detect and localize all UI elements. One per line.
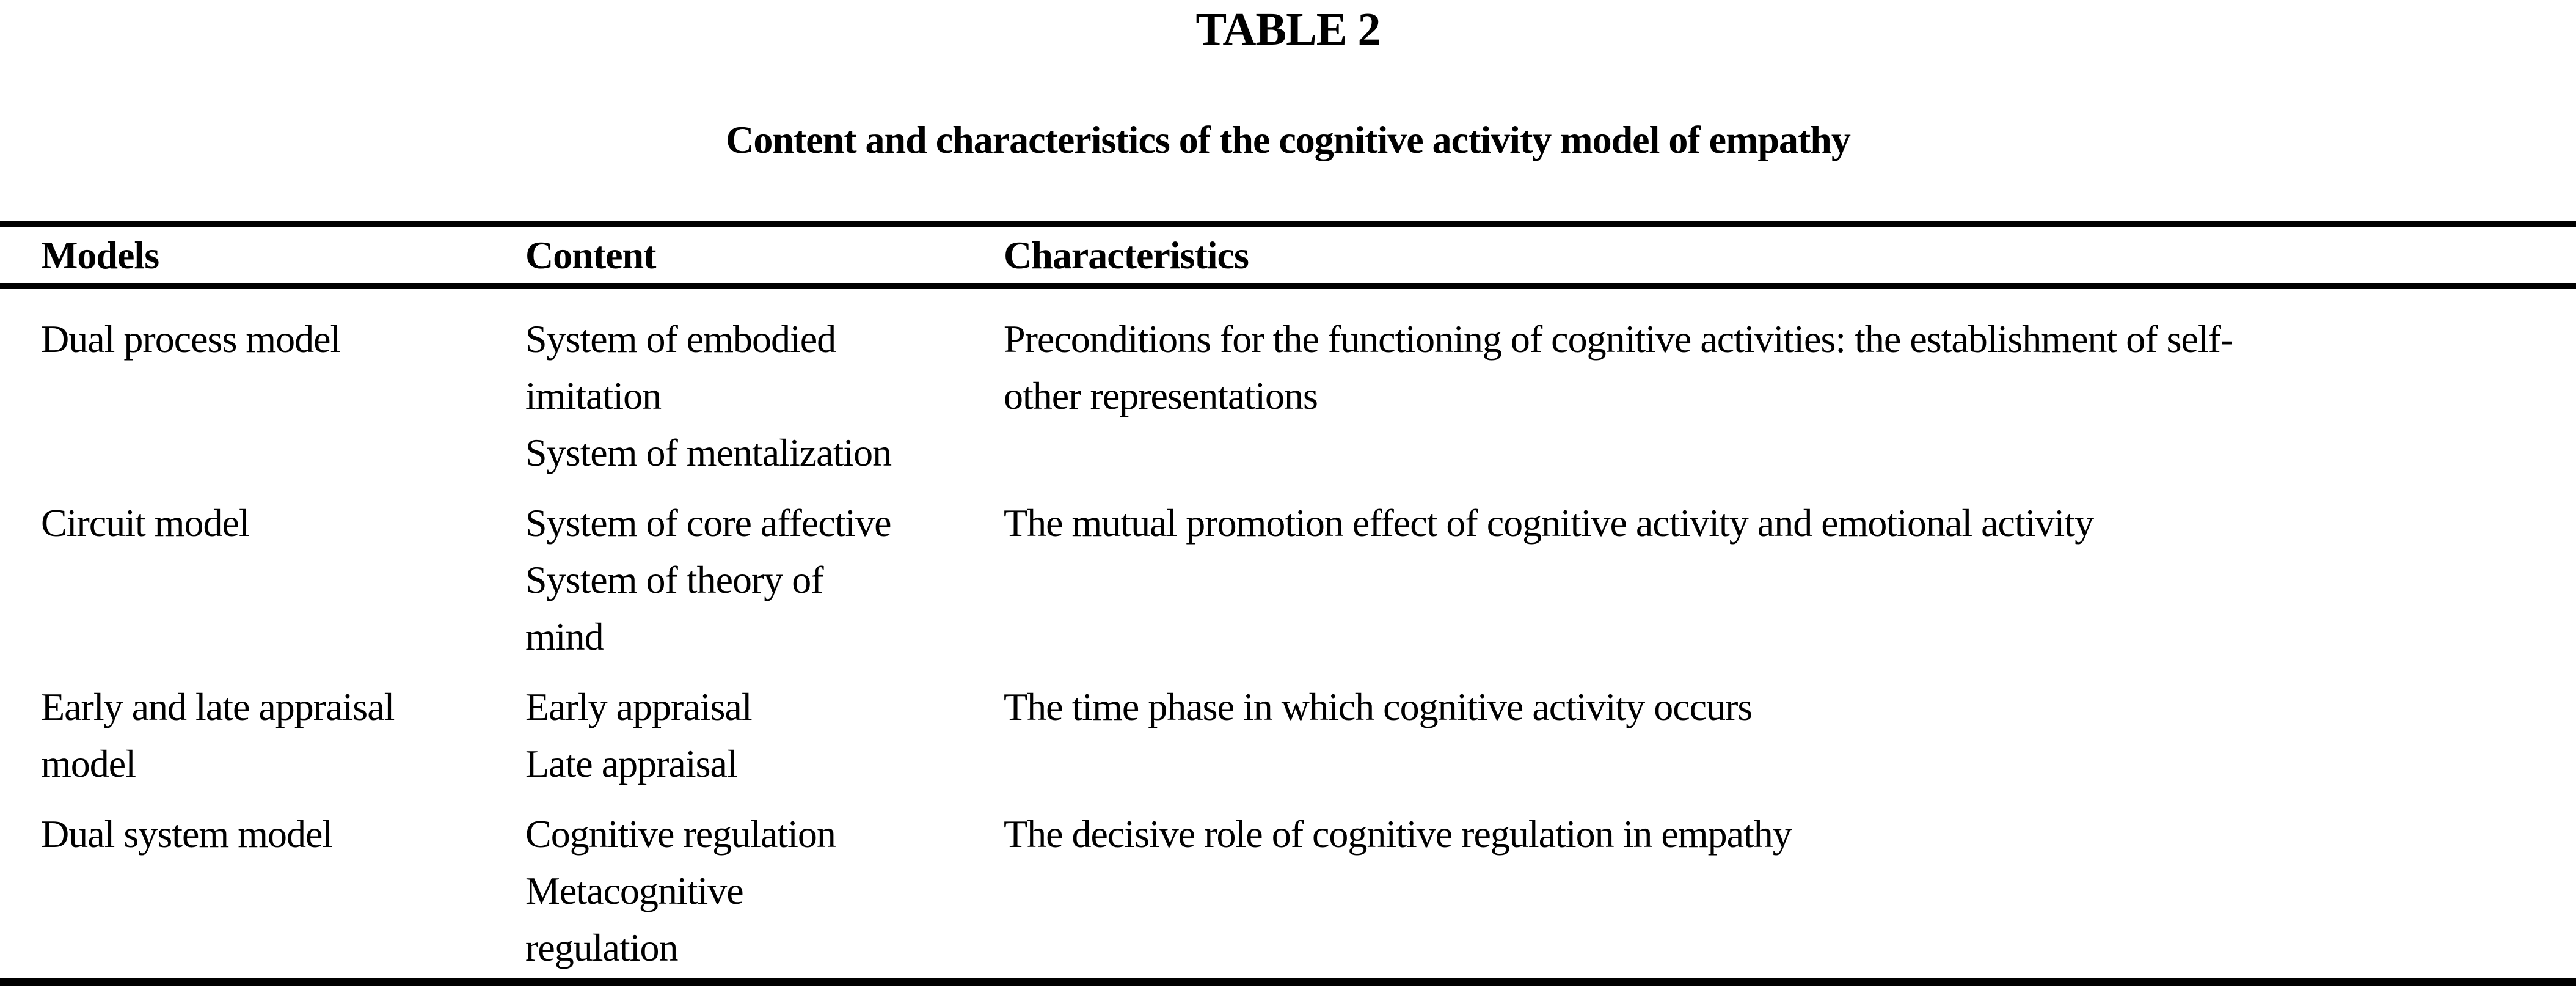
header-cell-content: Content <box>525 233 656 277</box>
cell-characteristics: The decisive role of cognitive regulatio… <box>1004 805 2539 976</box>
cell-model: Early and late appraisal model <box>41 678 525 792</box>
table-caption: Content and characteristics of the cogni… <box>726 118 1851 161</box>
cell-line: The time phase in which cognitive activi… <box>1004 685 1753 728</box>
table-bottom-rule <box>0 978 2576 986</box>
cell-line: other representations <box>1004 374 1318 417</box>
table-header-row: Models Content Characteristics <box>0 227 2576 283</box>
cell-line: The decisive role of cognitive regulatio… <box>1004 812 1792 856</box>
empathy-models-table: Models Content Characteristics Dual proc… <box>0 221 2576 986</box>
cell-line: imitation <box>525 374 662 417</box>
table-header-rule <box>0 283 2576 289</box>
cell-line: Early and late appraisal <box>41 685 395 728</box>
header-cell-characteristics: Characteristics <box>1004 233 1249 277</box>
cell-characteristics: Preconditions for the functioning of cog… <box>1004 310 2539 481</box>
table-body: Dual process model System of embodied imit… <box>0 289 2576 976</box>
table-row: Dual process model System of embodied imit… <box>0 310 2576 481</box>
cell-line: Preconditions for the functioning of cog… <box>1004 317 2233 361</box>
table-number-title: TABLE 2 <box>1195 4 1381 55</box>
cell-line: Dual system model <box>41 812 333 856</box>
cell-line: System of theory of <box>525 558 824 601</box>
cell-line: Early appraisal <box>525 685 753 728</box>
header-cell-models: Models <box>41 233 159 277</box>
cell-model: Circuit model <box>41 494 525 665</box>
cell-line: System of embodied <box>525 317 836 361</box>
cell-characteristics: The mutual promotion effect of cognitive… <box>1004 494 2539 665</box>
cell-line: model <box>41 742 136 785</box>
cell-line: Late appraisal <box>525 742 738 785</box>
cell-line: regulation <box>525 926 678 969</box>
cell-line: System of mentalization <box>525 431 892 474</box>
cell-model: Dual process model <box>41 310 525 481</box>
cell-line: Metacognitive <box>525 869 744 912</box>
cell-line: Dual process model <box>41 317 341 361</box>
cell-line: System of core affective <box>525 501 892 545</box>
cell-characteristics: The time phase in which cognitive activi… <box>1004 678 2539 792</box>
table-row: Early and late appraisal model Early appra… <box>0 678 2576 792</box>
cell-line: The mutual promotion effect of cognitive… <box>1004 501 2094 545</box>
cell-line: mind <box>525 615 604 658</box>
cell-model: Dual system model <box>41 805 525 976</box>
table-top-rule <box>0 221 2576 227</box>
cell-line: Cognitive regulation <box>525 812 836 856</box>
cell-line: Circuit model <box>41 501 250 545</box>
